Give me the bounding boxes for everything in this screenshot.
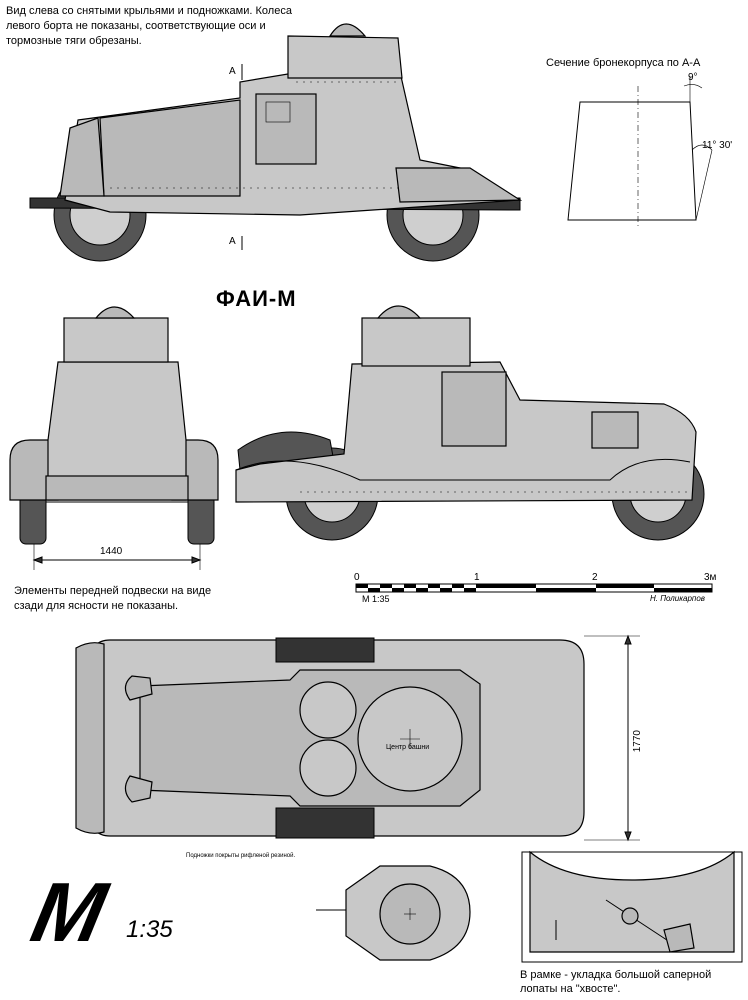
section-mark-top: A — [229, 66, 236, 77]
left-view-note: Вид слева со снятыми крыльями и подножка… — [6, 5, 292, 47]
scale-tick-2: 2 — [592, 572, 598, 583]
scale-author: Н. Поликарпов — [650, 594, 705, 603]
scale-tick-0: 0 — [354, 572, 360, 583]
suspension-note: Элементы передней подвески на виде сзади… — [14, 585, 212, 612]
section-mark-bottom: A — [229, 236, 236, 247]
steps-note: Подножки покрыты рифленой резиной. — [186, 853, 296, 859]
angle-top: 9° — [688, 72, 698, 83]
turret-center-label: Центр башни — [386, 744, 430, 751]
width-dimension: 1440 — [100, 546, 123, 557]
scale-label: М 1:35 — [362, 594, 390, 604]
section-note: Сечение бронекорпуса по А-А — [546, 57, 701, 69]
scale-tick-1: 1 — [474, 572, 480, 583]
scale-tick-3: 3м — [704, 572, 717, 583]
logo-scale: 1:35 — [126, 916, 173, 943]
angle-side: 11° 30' — [702, 140, 733, 151]
publisher-logo: M 1:35 — [24, 865, 174, 959]
vehicle-title: ФАИ-М — [216, 286, 297, 311]
scale-bar-segments — [356, 584, 712, 592]
frame-note: В рамке - укладка большой саперной лопат… — [520, 969, 712, 995]
